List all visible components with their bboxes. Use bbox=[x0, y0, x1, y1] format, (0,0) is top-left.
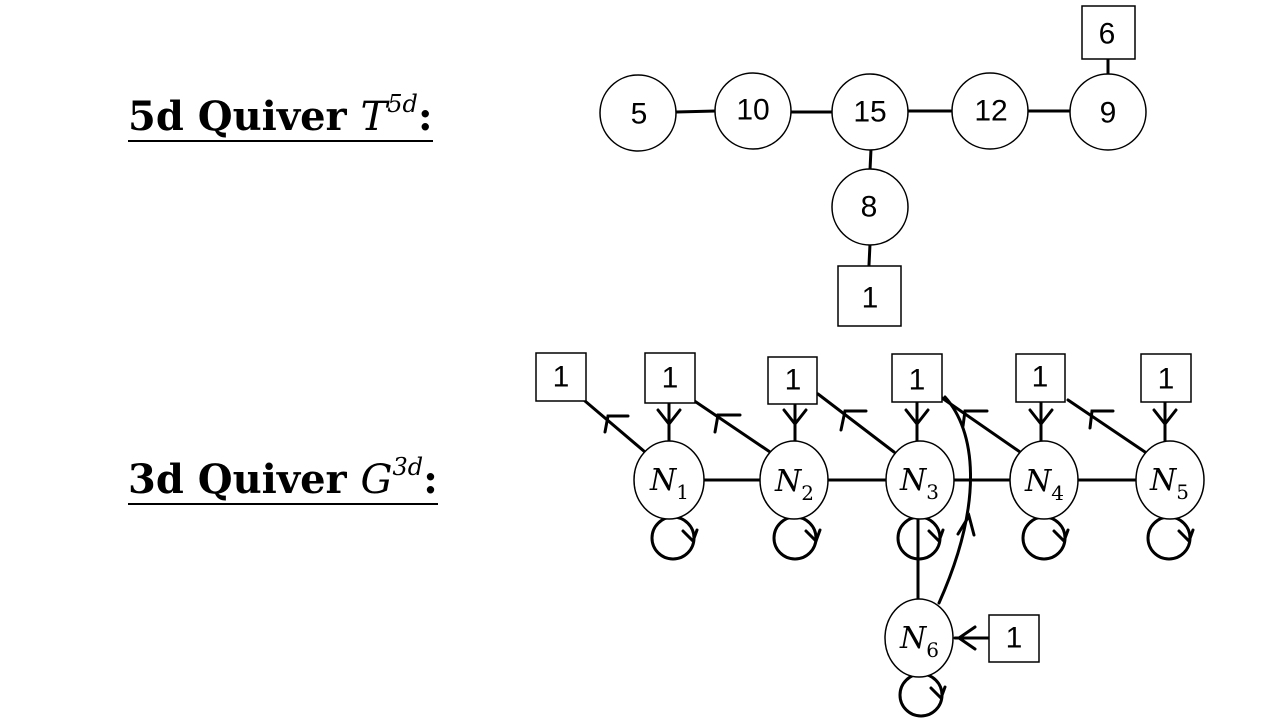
flavor-box-5-label: 1 bbox=[1032, 361, 1049, 394]
arrowhead-flavor-n3 bbox=[904, 408, 930, 427]
arrowhead-flavor-n2 bbox=[782, 408, 808, 427]
gauge-node-12-label: 12 bbox=[974, 95, 1007, 128]
edge-n4-flavor bbox=[940, 396, 1022, 454]
arrowhead-n2-flavor bbox=[713, 413, 742, 434]
arrowhead-flavor-n1 bbox=[656, 408, 682, 427]
flavor-box-n6-label: 1 bbox=[1006, 622, 1023, 655]
gauge-node-8: 8 bbox=[831, 168, 909, 246]
gauge-node-n1-label: N1 bbox=[649, 463, 689, 504]
flavor-box-3: 1 bbox=[767, 356, 818, 405]
quiver-5d-edges bbox=[674, 58, 1110, 267]
gauge-node-5-label: 5 bbox=[631, 98, 648, 131]
arrowhead-flavor-n6 bbox=[956, 625, 977, 651]
edge-8-flavor-1 bbox=[867, 242, 872, 267]
edge-n3-flavor bbox=[816, 392, 896, 454]
gauge-node-n3-label: N3 bbox=[899, 463, 939, 504]
gauge-node-n5: N5 bbox=[1135, 440, 1205, 520]
flavor-box-4: 1 bbox=[891, 353, 943, 403]
arrowhead-flavor-n4 bbox=[1028, 408, 1054, 427]
arrowhead-n6-curve bbox=[956, 512, 976, 537]
gauge-node-n5-label: N5 bbox=[1149, 463, 1189, 504]
gauge-node-n4-label: N4 bbox=[1024, 464, 1064, 505]
gauge-node-n4: N4 bbox=[1009, 440, 1079, 520]
flavor-box-1: 1 bbox=[535, 352, 587, 402]
arrowhead-n5-flavor bbox=[1088, 409, 1115, 430]
heading-5d-colon: : bbox=[417, 93, 433, 140]
gauge-node-n2-label: N2 bbox=[774, 464, 814, 505]
flavor-box-4-label: 1 bbox=[909, 364, 926, 397]
arrowhead-n3-flavor bbox=[839, 409, 868, 432]
adjoint-loop-n3 bbox=[896, 515, 945, 561]
gauge-node-n2: N2 bbox=[759, 440, 829, 520]
flavor-box-n6: 1 bbox=[988, 614, 1040, 663]
heading-5d-symbol: T bbox=[360, 94, 388, 140]
flavor-box-3-label: 1 bbox=[785, 364, 802, 397]
adjoint-loop-n2 bbox=[772, 515, 822, 561]
heading-5d-quiver: 5d Quiver T5d: bbox=[128, 90, 433, 142]
adjoint-loop-n4 bbox=[1021, 515, 1070, 561]
flavor-box-2: 1 bbox=[644, 352, 696, 404]
gauge-node-n6: N6 bbox=[884, 598, 954, 678]
flavor-box-6-label: 1 bbox=[1158, 363, 1175, 396]
gauge-node-n3: N3 bbox=[885, 440, 955, 520]
flavor-node-6: 6 bbox=[1081, 5, 1136, 60]
quiver-5d: 5 10 15 12 9 8 6 1 bbox=[599, 5, 1147, 327]
edge-n5-flavor bbox=[1066, 398, 1147, 454]
edge-n2-flavor bbox=[691, 398, 772, 454]
gauge-node-9-label: 9 bbox=[1100, 97, 1117, 130]
heading-3d-superscript: 3d bbox=[392, 453, 424, 481]
flavor-node-6-label: 6 bbox=[1099, 18, 1116, 51]
gauge-node-15-label: 15 bbox=[853, 96, 886, 129]
gauge-node-15: 15 bbox=[831, 73, 909, 151]
edge-5-10 bbox=[674, 109, 718, 114]
adjoint-loop-n6 bbox=[898, 672, 947, 718]
flavor-box-2-label: 1 bbox=[662, 362, 679, 395]
heading-3d-symbol: G bbox=[360, 457, 393, 503]
adjoint-loop-n1 bbox=[650, 515, 699, 561]
heading-5d-prefix: 5d Quiver bbox=[128, 93, 361, 140]
gauge-node-n6-label: N6 bbox=[899, 621, 939, 662]
edge-15-8 bbox=[868, 147, 873, 172]
gauge-node-10: 10 bbox=[714, 72, 792, 150]
arrowhead-n4-flavor bbox=[961, 409, 989, 428]
gauge-node-12: 12 bbox=[951, 72, 1029, 150]
flavor-node-1: 1 bbox=[837, 265, 902, 327]
heading-3d-quiver: 3d Quiver G3d: bbox=[128, 453, 438, 505]
flavor-box-6: 1 bbox=[1140, 353, 1192, 403]
gauge-node-5: 5 bbox=[599, 74, 677, 152]
gauge-node-n1: N1 bbox=[633, 440, 705, 520]
adjoint-loop-n5 bbox=[1146, 515, 1195, 561]
heading-5d-superscript: 5d bbox=[387, 90, 418, 118]
gauge-node-8-label: 8 bbox=[861, 191, 878, 224]
flavor-box-5: 1 bbox=[1015, 353, 1066, 403]
gauge-node-9: 9 bbox=[1069, 73, 1147, 151]
flavor-box-1-label: 1 bbox=[553, 361, 570, 394]
quiver-3d: N1 N2 N3 N4 N5 N6 1 1 bbox=[535, 352, 1205, 718]
arrowhead-n1-flavor bbox=[603, 414, 630, 434]
heading-3d-prefix: 3d Quiver bbox=[128, 456, 361, 503]
arrowhead-flavor-n5 bbox=[1152, 408, 1178, 427]
edge-n1-flavor bbox=[583, 399, 647, 454]
gauge-node-10-label: 10 bbox=[736, 94, 769, 127]
heading-3d-colon: : bbox=[423, 456, 438, 503]
flavor-node-1-label: 1 bbox=[862, 282, 879, 315]
edge-n6-curve bbox=[937, 395, 972, 605]
